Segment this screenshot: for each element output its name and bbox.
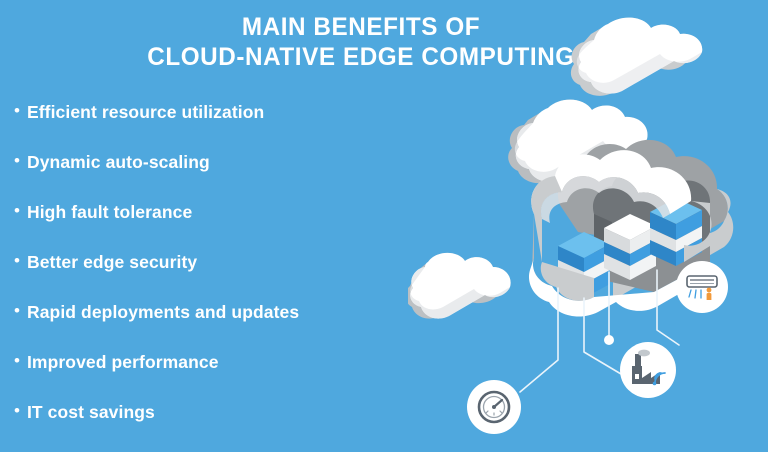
cloud-edge-illustration — [408, 0, 768, 452]
hvac-unit-icon — [686, 275, 718, 300]
benefit-label: IT cost savings — [26, 402, 155, 422]
speedometer-gauge-badge — [467, 380, 521, 434]
cloud-back-top — [570, 17, 703, 96]
connector-lines — [519, 269, 680, 393]
list-item: • Efficient resource utilization — [14, 102, 434, 152]
server-stacks — [558, 198, 702, 298]
hvac-unit-badge — [676, 261, 728, 313]
benefit-label: Better edge security — [26, 252, 198, 272]
server-stack — [558, 232, 610, 298]
connector-to-hvac — [656, 269, 680, 346]
cloud-mid — [508, 99, 648, 184]
benefit-label: High fault tolerance — [26, 202, 193, 222]
list-item: • Improved performance — [14, 352, 434, 402]
factory-wifi-badge — [620, 342, 676, 398]
list-item: • Dynamic auto-scaling — [14, 152, 434, 202]
connector-to-gauge — [519, 287, 559, 393]
list-item: • High fault tolerance — [14, 202, 434, 252]
server-stack — [650, 198, 702, 266]
speedometer-gauge-icon — [477, 390, 511, 424]
cloud-main-cutaway — [528, 139, 734, 317]
bullet-dot-icon: • — [14, 351, 20, 370]
bullet-dot-icon: • — [14, 401, 20, 420]
bullet-dot-icon: • — [14, 201, 20, 220]
list-item: • Better edge security — [14, 252, 434, 302]
bullet-dot-icon: • — [14, 251, 20, 270]
list-item: • Rapid deployments and updates — [14, 302, 434, 352]
list-item: • IT cost savings — [14, 402, 434, 452]
page-title: MAIN BENEFITS OF CLOUD-NATIVE EDGE COMPU… — [0, 12, 745, 72]
server-stack — [604, 214, 656, 280]
benefit-label: Dynamic auto-scaling — [26, 152, 210, 172]
benefit-label: Rapid deployments and updates — [26, 302, 300, 322]
connector-to-factory — [583, 297, 622, 375]
bullet-dot-icon: • — [14, 101, 20, 120]
benefit-label: Improved performance — [26, 352, 219, 372]
benefit-label: Efficient resource utilization — [26, 102, 265, 122]
title-line-2: CLOUD-NATIVE EDGE COMPUTING — [147, 43, 575, 71]
connector-endpoint-dot — [604, 335, 614, 345]
factory-wifi-icon — [632, 349, 666, 386]
bullet-dot-icon: • — [14, 301, 20, 320]
benefits-list: • Efficient resource utilization • Dynam… — [14, 102, 434, 452]
bullet-dot-icon: • — [14, 151, 20, 170]
title-line-1: MAIN BENEFITS OF — [241, 13, 481, 41]
